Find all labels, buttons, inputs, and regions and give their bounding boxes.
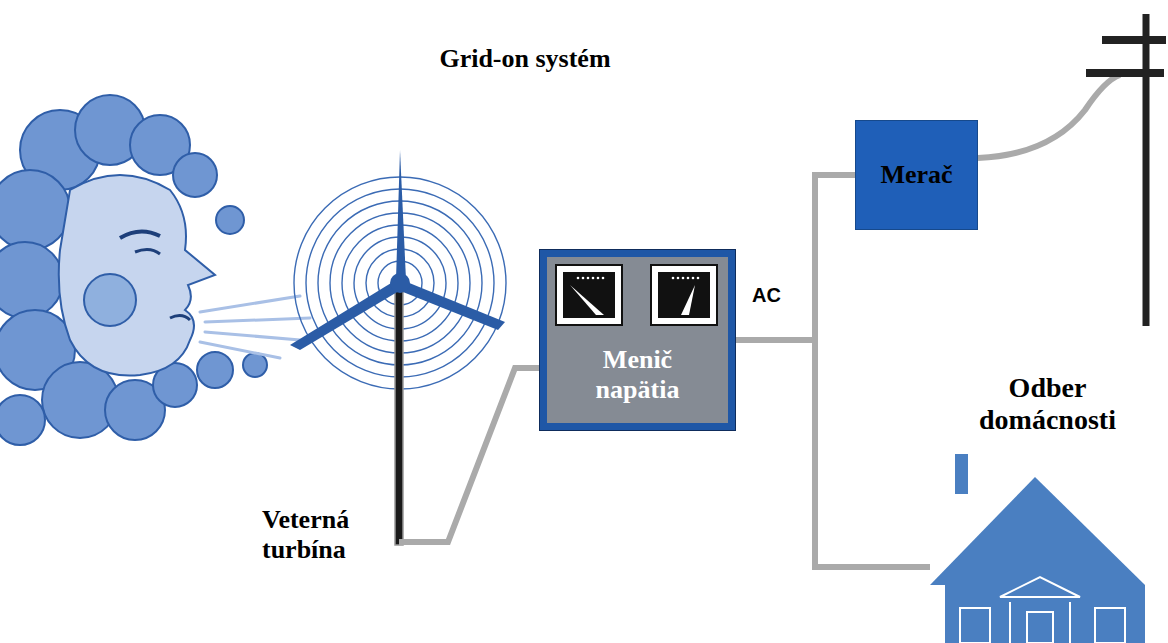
wind-face: [197, 352, 233, 388]
door: [1027, 612, 1053, 643]
wind-face: [120, 231, 160, 238]
current-label: AC: [752, 284, 812, 307]
utility-pole: [1086, 14, 1166, 326]
turbine-label: Veterná turbína: [262, 505, 380, 565]
wind-face: [0, 242, 63, 318]
diagram-title: Grid-on systém: [0, 44, 1050, 74]
text-wrap: Merač: [856, 160, 977, 190]
inverter-box: Menič napätia: [540, 250, 735, 430]
wind-face: [243, 353, 267, 377]
porch-roof: [1000, 577, 1080, 597]
wind-turbine: [396, 150, 406, 280]
meter-face: [658, 272, 710, 318]
meter-dot: [692, 277, 695, 280]
meter-dot: [687, 277, 690, 280]
wind-face: [200, 296, 310, 358]
text-wrap: Odber domácnosti: [930, 372, 1165, 436]
meter-dot: [672, 277, 675, 280]
wind-face: [216, 206, 244, 234]
meter-needle: [681, 285, 695, 315]
house: [930, 454, 1145, 643]
meter-dot: [602, 277, 605, 280]
meter-icon: [556, 265, 622, 325]
utility-pole: [1086, 69, 1164, 77]
wind-face: [205, 332, 300, 340]
wind-turbine: [290, 150, 505, 350]
meter-dot: [682, 277, 685, 280]
meter-dot: [582, 277, 585, 280]
wind-face: [170, 315, 190, 320]
text-wrap: Menič napätia: [547, 345, 728, 405]
meter-face: [563, 272, 615, 318]
wind-turbine: [290, 280, 404, 350]
wind-face: [0, 95, 310, 445]
wind-face: [84, 274, 136, 326]
wind-turbine: [395, 283, 403, 545]
window: [1095, 608, 1125, 643]
utility-pole: [1102, 36, 1166, 44]
wind-face: [59, 175, 215, 376]
power-line: [735, 175, 855, 340]
meter-needle: [570, 285, 604, 315]
power-line: [735, 340, 930, 567]
meter-dot: [587, 277, 590, 280]
meter-dot: [677, 277, 680, 280]
wind-face: [0, 95, 267, 445]
wind-face: [0, 170, 70, 250]
wind-face: [200, 342, 280, 358]
meter-icon: [651, 265, 717, 325]
wind-face: [135, 249, 160, 254]
meter-dot: [577, 277, 580, 280]
wind-face: [200, 296, 300, 312]
window: [960, 608, 990, 643]
meter-dot: [697, 277, 700, 280]
meter-icons: [547, 257, 728, 332]
chimney: [955, 454, 968, 494]
meter-box: Merač: [855, 120, 978, 230]
node-label: Merač: [856, 160, 977, 190]
household-node: Odber domácnosti: [930, 372, 1165, 643]
node-label: Odber domácnosti: [960, 372, 1135, 436]
roof: [930, 477, 1145, 585]
wind-face: [0, 395, 45, 445]
turbine-wire: [399, 368, 540, 542]
column: [1069, 602, 1071, 643]
house-details: [960, 577, 1125, 643]
meter-dot: [592, 277, 595, 280]
house-wall: [945, 585, 1145, 643]
wind-face: [205, 318, 310, 322]
wind-turbine: [390, 273, 410, 293]
wind-turbine: [398, 280, 505, 330]
grid-wire: [978, 75, 1120, 158]
meter-dot: [597, 277, 600, 280]
node-label: Menič napätia: [583, 345, 693, 405]
utility-pole: [1143, 14, 1150, 326]
wind-turbine: [290, 150, 506, 545]
wind-face: [173, 153, 217, 197]
column: [1009, 602, 1011, 643]
